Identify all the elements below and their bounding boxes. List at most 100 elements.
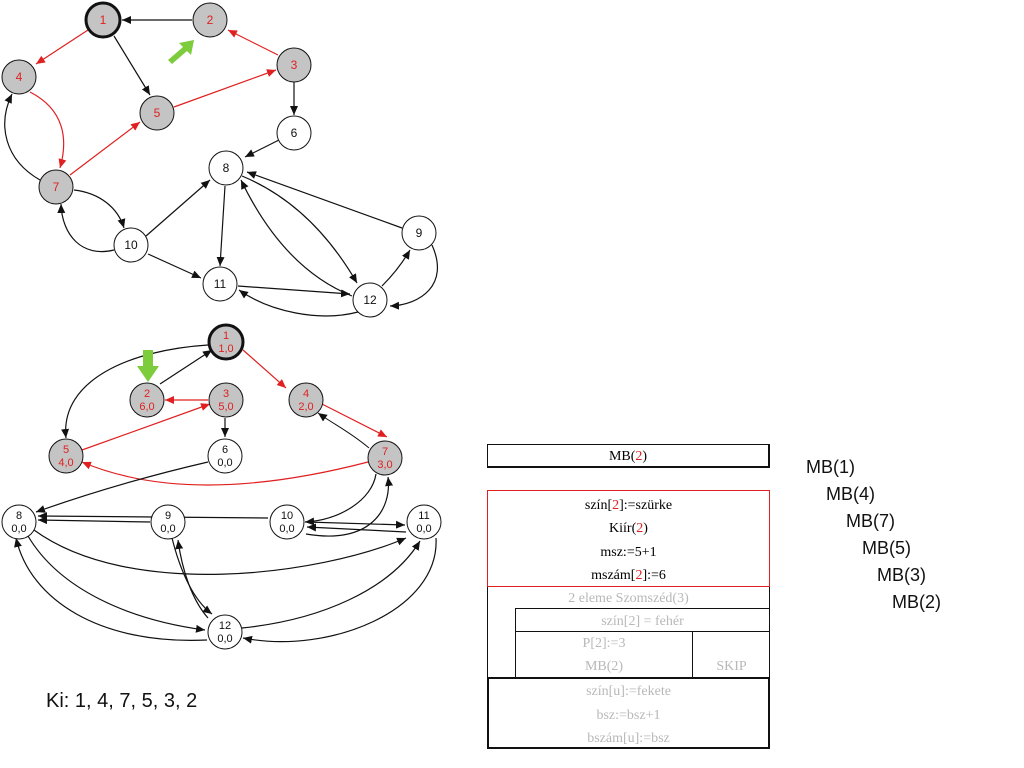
bottom-node-10: 100,0 — [269, 504, 305, 540]
structogram-then-branch: P[2]:=3 MB(2) — [515, 632, 693, 677]
top-edge-1-5 — [113, 35, 151, 96]
bottom-edge-12-11 — [241, 540, 421, 629]
top-node-8-label: 8 — [223, 161, 230, 175]
bottom-node-8-values: 0,0 — [11, 523, 26, 535]
tail-line-3: bszám[u]:=bsz — [587, 731, 670, 746]
structogram-condition: szín[2] = fehér — [515, 608, 770, 632]
bottom-edge-10-11 — [305, 520, 406, 529]
then-line-2: MB(2) — [584, 659, 624, 674]
bottom-node-11-values: 0,0 — [416, 523, 431, 535]
bottom-node-2-values: 6,0 — [139, 401, 154, 413]
top-node-9-label: 9 — [416, 226, 423, 240]
bottom-edge-2-1 — [159, 349, 213, 385]
bottom-node-2: 26,0 — [129, 382, 165, 418]
bottom-node-9: 90,0 — [150, 504, 186, 540]
top-edge-7-4 — [4, 93, 41, 181]
bottom-node-4-label: 4 — [303, 388, 309, 400]
structogram-loop: 2 eleme Szomszéd(3) — [487, 587, 770, 677]
output-line: Ki: 1, 4, 7, 5, 3, 2 — [46, 690, 198, 712]
bottom-node-10-label: 10 — [281, 510, 293, 522]
active-line-2: Kiír(2) — [609, 521, 648, 536]
top-edge-4-7 — [29, 91, 67, 169]
top-edge-12-9 — [381, 249, 411, 287]
loop-header: 2 eleme Szomszéd(3) — [568, 591, 689, 606]
top-node-1-label: 1 — [100, 13, 107, 27]
bottom-pointer-arrow-icon — [137, 350, 159, 382]
top-node-11-label: 11 — [214, 277, 227, 291]
bottom-edge-8-11 — [33, 529, 407, 575]
condition-text: szín[2] = fehér — [601, 614, 684, 629]
top-node-7: 7 — [38, 169, 74, 205]
active-line-4: mszám[2]:=6 — [591, 568, 666, 583]
bottom-edge-4-7 — [321, 403, 388, 438]
top-graph-edges — [4, 16, 438, 317]
structogram-else-branch: SKIP — [693, 632, 770, 677]
bottom-node-11: 110,0 — [406, 504, 442, 540]
top-edge-7-10 — [73, 189, 126, 229]
bottom-node-9-values: 0,0 — [160, 523, 175, 535]
bottom-node-3-values: 5,0 — [218, 401, 233, 413]
top-edge-10-8 — [145, 179, 211, 237]
bottom-node-1-label: 1 — [223, 330, 229, 342]
bottom-edge-1-4 — [242, 349, 287, 389]
bottom-node-6-label: 6 — [222, 444, 228, 456]
top-edge-12-8 — [240, 179, 353, 297]
bottom-edge-9-8 — [37, 516, 151, 525]
call-stack-item: MB(2) — [892, 592, 941, 612]
top-node-12: 12 — [352, 282, 388, 318]
structogram-tail: szín[u]:=fekete bsz:=bsz+1 bszám[u]:=bsz — [487, 677, 770, 749]
bottom-edge-6-8 — [35, 461, 209, 513]
top-node-4-label: 4 — [16, 70, 23, 84]
top-edge-1-4 — [35, 29, 89, 65]
bottom-edge-9-12 — [171, 537, 213, 615]
call-stack-item: MB(1) — [806, 457, 855, 477]
bottom-edge-1-5 — [61, 344, 209, 439]
bottom-node-6-values: 0,0 — [217, 457, 232, 469]
top-node-10-label: 10 — [124, 238, 138, 252]
bottom-graph-edges — [14, 344, 437, 644]
structogram-header: MB(2) — [487, 444, 770, 468]
bottom-node-6: 60,0 — [207, 438, 243, 474]
bottom-node-12-label: 12 — [219, 620, 231, 632]
bottom-node-4-values: 2,0 — [298, 401, 313, 413]
graph-canvas: 1 2 3 4 5 6 7 8 9 10 11 12 — [1, 1, 442, 650]
bottom-node-5: 54,0 — [48, 438, 84, 474]
bottom-node-1-values: 1,0 — [218, 343, 233, 355]
top-edge-8-11 — [216, 185, 226, 267]
top-node-5: 5 — [139, 95, 175, 131]
structogram-header-text: MB(2) — [608, 449, 648, 464]
bottom-node-8: 80,0 — [1, 504, 37, 540]
top-graph-nodes: 1 2 3 4 5 6 7 8 9 10 11 12 — [1, 1, 437, 318]
top-pointer-arrow-icon — [168, 40, 194, 64]
bottom-node-12: 120,0 — [207, 614, 243, 650]
else-label: SKIP — [716, 659, 747, 674]
top-edge-10-7 — [57, 203, 115, 253]
bottom-node-12-values: 0,0 — [217, 633, 232, 645]
bottom-node-5-values: 4,0 — [58, 457, 73, 469]
bottom-edge-12-8 — [14, 537, 208, 641]
tail-line-1: szín[u]:=fekete — [586, 684, 671, 699]
top-edge-9-8 — [246, 171, 403, 229]
top-node-4: 4 — [1, 59, 37, 95]
top-edge-3-2 — [227, 29, 279, 56]
bottom-edge-7-5 — [81, 461, 369, 486]
top-edge-11-12 — [237, 285, 351, 298]
top-node-8: 8 — [208, 150, 244, 186]
top-edge-8-12 — [241, 175, 358, 284]
bottom-edge-7-10 — [304, 473, 377, 526]
top-node-1: 1 — [84, 1, 122, 39]
top-node-11: 11 — [202, 266, 238, 302]
bottom-edge-7-4 — [317, 412, 370, 449]
bottom-graph-nodes: 11,0 26,0 35,0 42,0 54,0 60,0 73,0 80,0 … — [1, 323, 442, 650]
top-node-2-label: 2 — [207, 13, 214, 27]
top-node-12-label: 12 — [363, 293, 377, 307]
bottom-node-2-label: 2 — [144, 388, 150, 400]
top-edge-12-11 — [238, 289, 359, 317]
bottom-edge-8-12 — [27, 535, 206, 633]
top-node-7-label: 7 — [53, 180, 60, 194]
top-edge-9-12 — [389, 244, 438, 310]
tail-line-2: bsz:=bsz+1 — [596, 708, 661, 723]
top-node-5-label: 5 — [154, 106, 161, 120]
bottom-node-1: 11,0 — [207, 323, 245, 361]
top-node-3: 3 — [276, 47, 312, 83]
